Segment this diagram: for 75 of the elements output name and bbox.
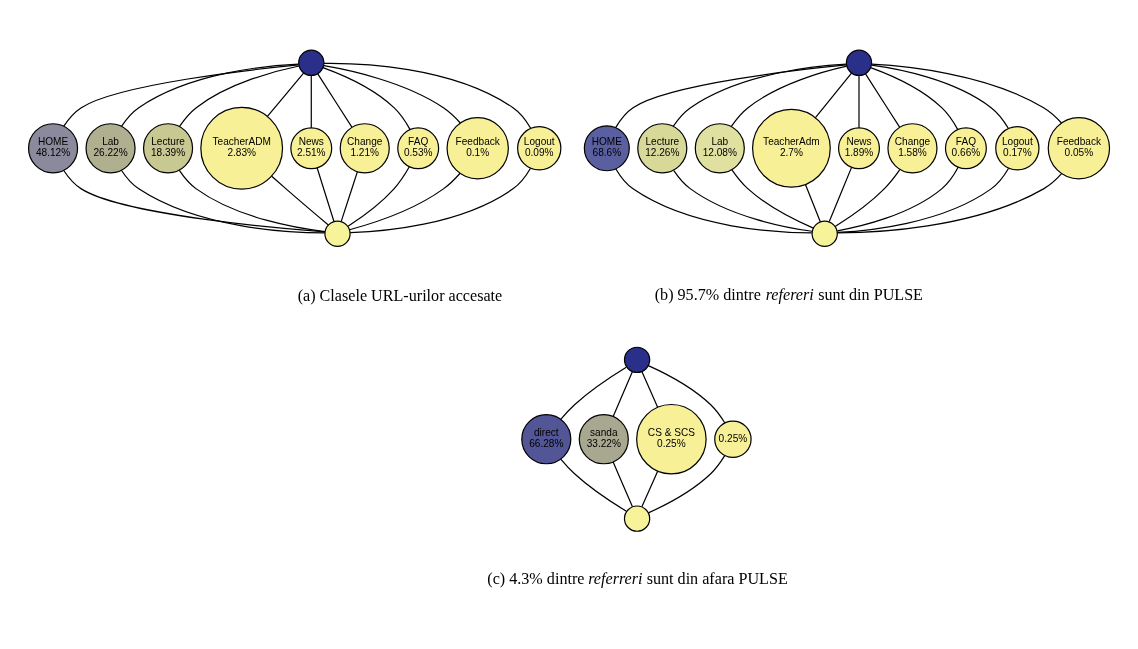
connector <box>731 168 814 229</box>
node-circle: HOME 48.12% <box>27 122 79 173</box>
node-circle: News 1.89% <box>837 126 881 169</box>
connector <box>323 62 532 129</box>
node-circle: Lab 26.22% <box>85 122 136 173</box>
label: (b) 95.7% dintre refereri sunt din PULSE <box>654 285 923 303</box>
node-circle: Feedback 0.1% <box>446 116 509 179</box>
node-circle: TeacherAdm 2.7% <box>752 108 831 188</box>
connector <box>641 470 659 507</box>
node-circle <box>811 220 838 247</box>
connector <box>120 63 299 127</box>
node-circle: FAQ 0.66% <box>944 126 987 169</box>
node-circle: HOME 68.6% <box>583 124 630 171</box>
node-circle: CS & SCS 0.25% <box>636 403 707 475</box>
connector <box>317 72 353 128</box>
connector <box>870 66 959 130</box>
connector <box>560 366 627 420</box>
node-circle <box>845 49 873 76</box>
connector <box>347 165 410 227</box>
connector <box>672 63 847 127</box>
connector <box>348 172 461 230</box>
node-circle: direct 66.28% <box>521 413 572 464</box>
node-circle: TeacherADM 2.83% <box>200 106 284 190</box>
connector <box>266 71 305 117</box>
node-circle: 0.25% <box>714 419 752 458</box>
node-circle: Lab 12.08% <box>694 122 745 173</box>
connector <box>836 166 959 231</box>
node-circle: Lecture 18.39% <box>142 122 194 173</box>
connector <box>870 64 1009 129</box>
connector <box>316 166 335 222</box>
node-circle <box>623 504 651 532</box>
connector <box>836 172 1063 234</box>
connector <box>178 169 326 232</box>
connector <box>730 65 848 127</box>
node-circle: Logout 0.09% <box>517 125 562 170</box>
connector <box>858 74 860 128</box>
node-circle: News 2.51% <box>290 126 333 169</box>
connector <box>647 364 726 423</box>
connector <box>804 183 821 222</box>
connector <box>63 63 300 127</box>
connector <box>340 170 359 222</box>
connector <box>178 64 300 127</box>
connector <box>864 72 901 128</box>
connector <box>63 169 326 232</box>
connector <box>271 175 329 226</box>
connector <box>834 168 901 227</box>
node-circle: Feedback 0.05% <box>1047 116 1111 179</box>
connector <box>615 167 813 234</box>
connector <box>560 458 627 512</box>
connector <box>612 460 634 507</box>
node-circle <box>324 220 351 247</box>
connector <box>615 63 848 128</box>
node-circle: Change 1.58% <box>887 122 938 173</box>
node-circle: FAQ 0.53% <box>397 126 440 169</box>
label: (c) 4.3% dintre referreri sunt din afara PULSE <box>487 569 788 587</box>
node-circle <box>298 49 325 76</box>
connector <box>120 169 326 234</box>
connector <box>322 66 411 130</box>
connector <box>836 167 1010 233</box>
connector <box>828 166 853 222</box>
node-circle: Lecture 12.26% <box>637 122 688 173</box>
node-circle <box>623 346 651 373</box>
node-circle: Logout 0.17% <box>995 125 1040 170</box>
label: (a) Clasele URL-urilor accesate <box>297 286 503 304</box>
node-circle: sanda 33.22% <box>578 413 629 464</box>
connector <box>673 169 813 232</box>
connector <box>647 454 726 513</box>
connector <box>641 370 659 408</box>
connector <box>612 370 634 417</box>
connector <box>814 71 853 118</box>
connector <box>310 74 312 128</box>
connector <box>323 64 461 124</box>
connector <box>871 63 1063 124</box>
connector <box>349 167 531 233</box>
node-circle: Change 1.21% <box>339 122 390 173</box>
